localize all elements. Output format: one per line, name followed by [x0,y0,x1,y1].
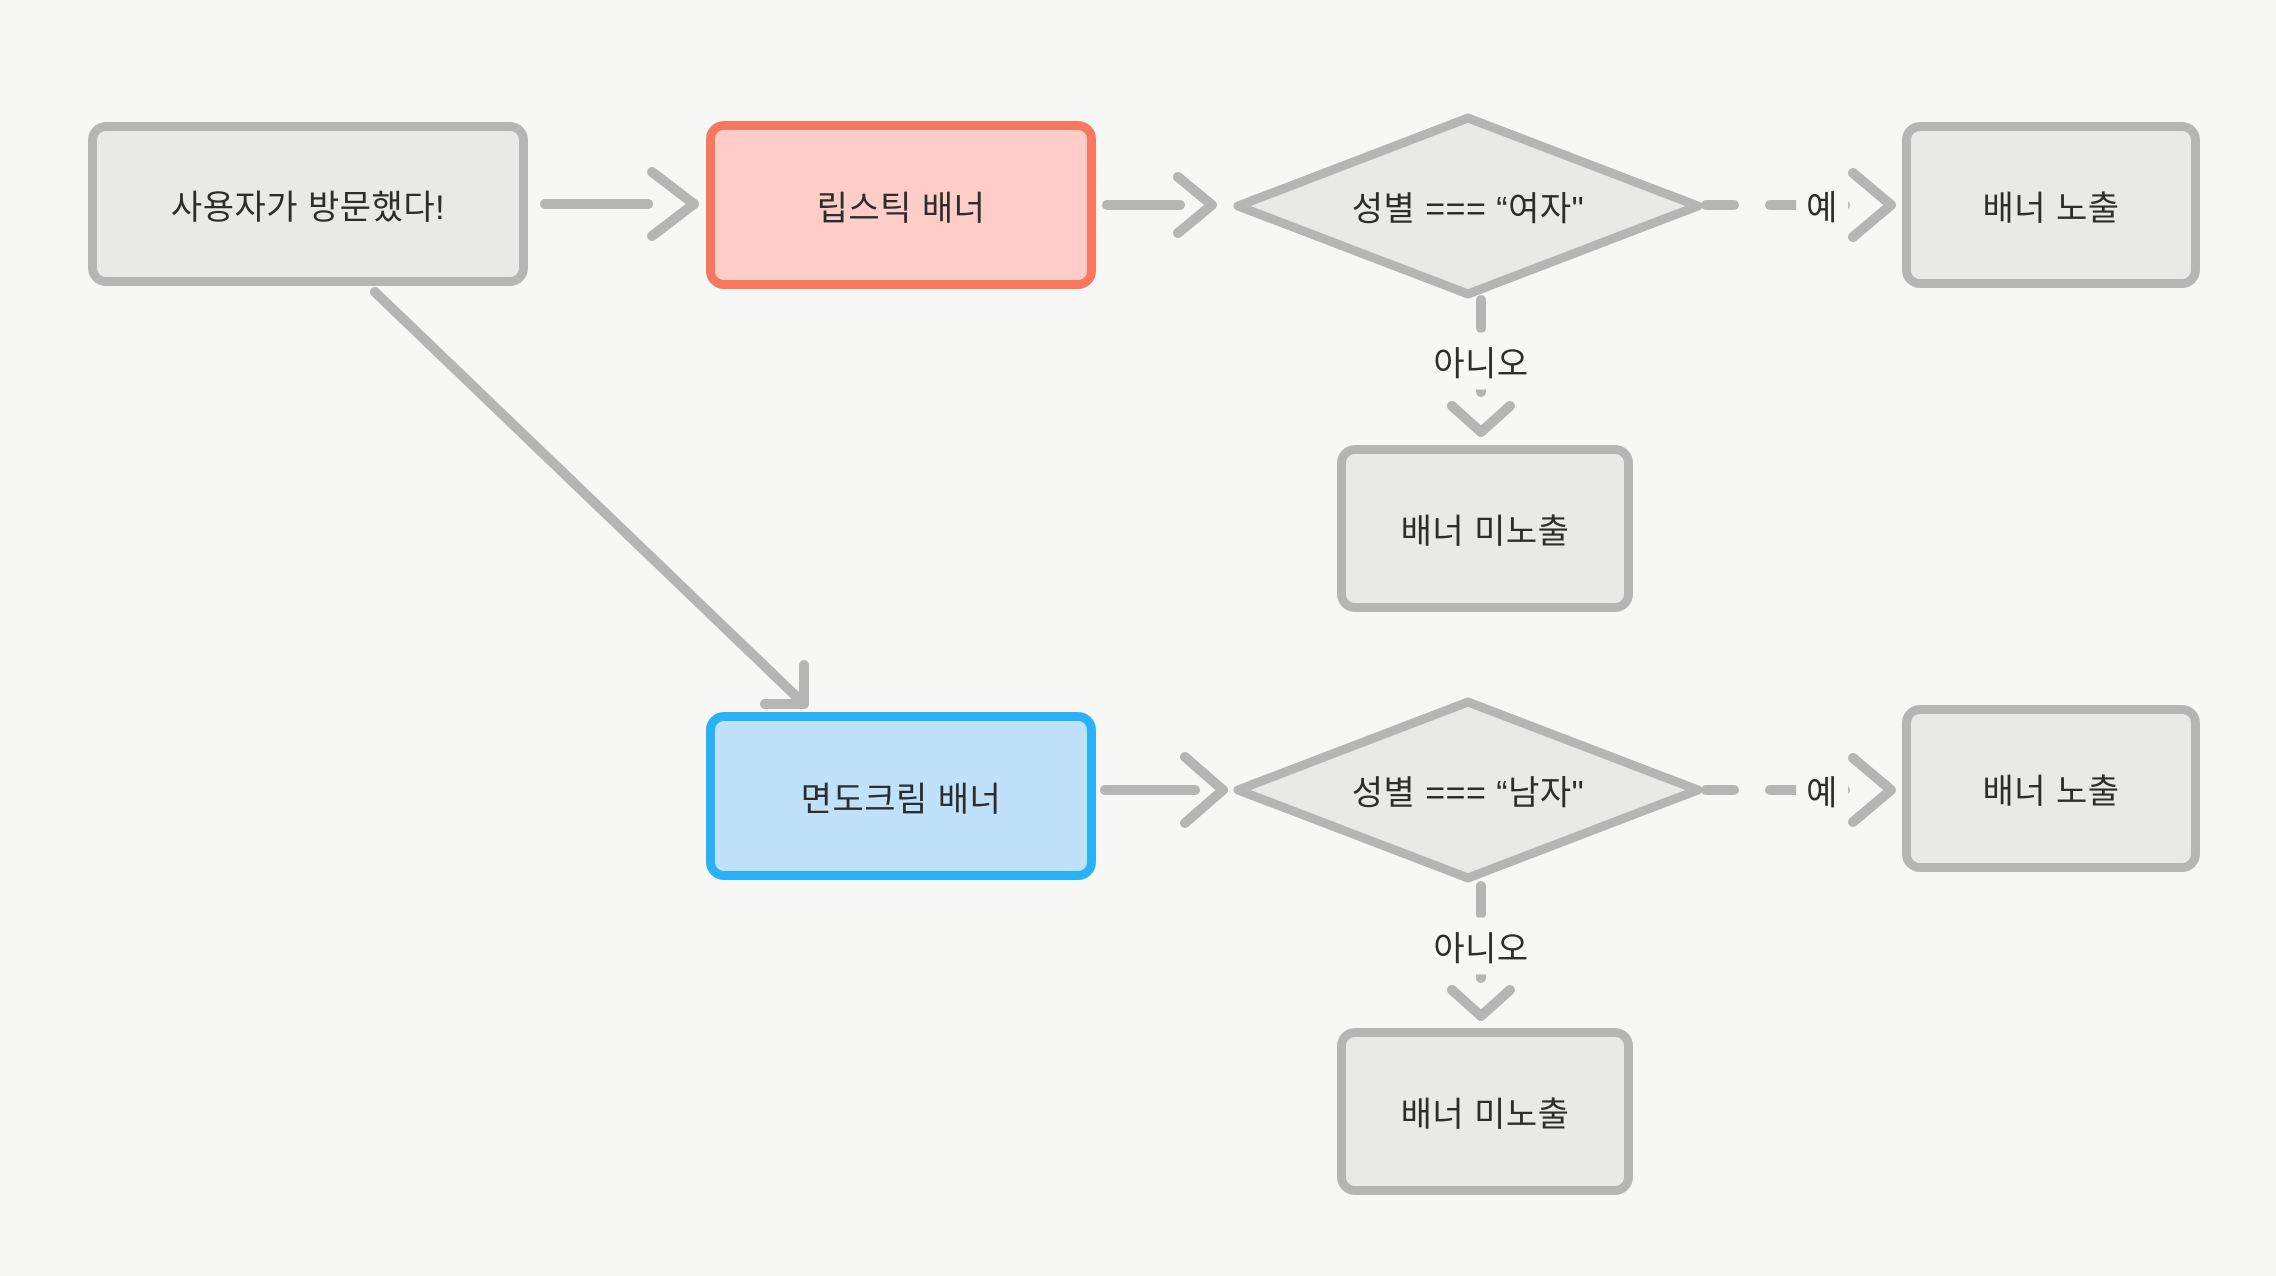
node-shaving-cream-banner: 면도크림 배너 [706,712,1096,880]
node-banner-shown-bottom: 배너 노출 [1902,705,2200,872]
edge-label-yes-top: 예 [1796,176,1848,234]
node-lipstick-banner: 립스틱 배너 [706,121,1096,289]
arrow-lipstick-to-female-check [1102,172,1217,238]
node-banner-hidden-bottom: 배너 미노출 [1337,1028,1633,1195]
arrow-start-to-lipstick [540,167,699,241]
decision-diamond-female [1233,113,1703,299]
arrow-shaving-to-male-check [1100,752,1228,828]
arrow-start-to-shaving [370,287,809,709]
decision-label-male: 성별 === “남자" [1351,774,1585,813]
arrow-yes-top [1701,168,1896,242]
edge-label-no-top: 아니오 [1423,332,1539,390]
decision-diamond-male [1233,697,1703,883]
node-banner-shown-top: 배너 노출 [1902,122,2200,288]
node-banner-hidden-top: 배너 미노출 [1337,445,1633,612]
edge-label-yes-bottom: 예 [1796,761,1848,819]
decision-label-female: 성별 === “여자" [1351,190,1585,229]
edge-label-no-bottom: 아니오 [1423,917,1539,975]
arrow-yes-bottom [1701,753,1896,827]
node-start: 사용자가 방문했다! [88,122,528,286]
